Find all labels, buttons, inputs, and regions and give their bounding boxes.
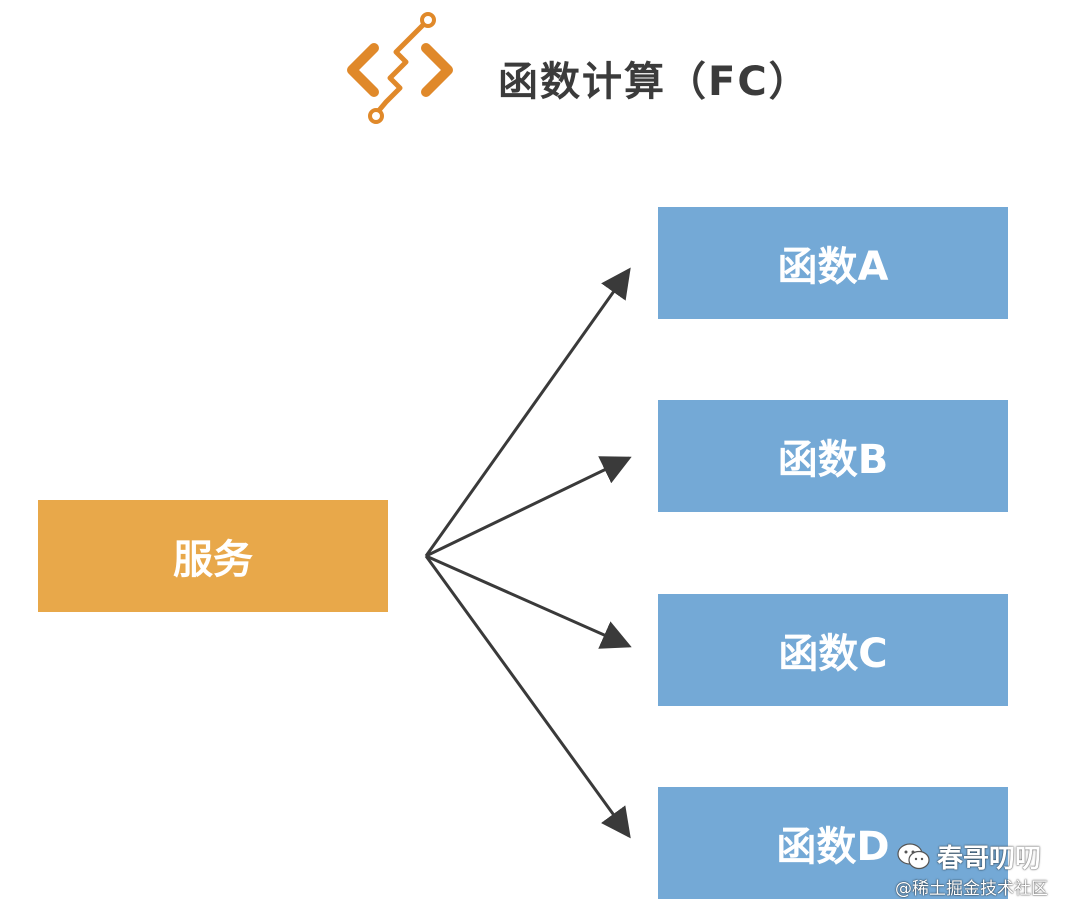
page-title: 函数计算（FC）	[498, 59, 811, 105]
function-node-b: 函数B	[658, 400, 1008, 512]
function-node-d: 函数D	[658, 787, 1008, 899]
wechat-icon	[897, 843, 930, 870]
arrow-to-func-a	[424, 267, 631, 557]
arrow-to-func-b	[425, 456, 632, 558]
function-node-a: 函数A	[658, 207, 1008, 319]
arrow-to-func-c	[425, 554, 632, 649]
function-node-c: 函数C	[658, 594, 1008, 706]
watermark-subtitle: @稀土掘金技术社区	[895, 879, 1048, 899]
watermark-name: 春哥叨叨	[937, 844, 1042, 874]
function-compute-logo-icon	[347, 12, 453, 124]
service-node: 服务	[38, 500, 388, 612]
arrow-to-func-d	[424, 555, 631, 839]
header: 函数计算（FC）	[340, 10, 840, 130]
watermark: 春哥叨叨 @稀土掘金技术社区	[895, 838, 1075, 908]
